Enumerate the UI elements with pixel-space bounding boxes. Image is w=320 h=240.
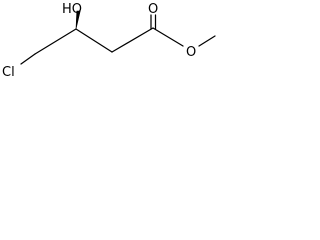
bond-c1-c2 bbox=[34, 28, 77, 55]
bond-c4-o-ester bbox=[152, 27, 184, 47]
bond-o-methyl bbox=[198, 35, 216, 47]
bond-c3-c4 bbox=[111, 27, 154, 53]
chlorine-atom-label: Cl bbox=[2, 65, 15, 78]
hydroxyl-atom-label: HO bbox=[62, 2, 82, 17]
ester-oxygen-atom-label: O bbox=[186, 45, 196, 60]
bond-c2-c3 bbox=[75, 28, 113, 53]
carbonyl-oxygen-atom-label: O bbox=[148, 2, 158, 17]
chemical-structure-diagram: Cl HO O O bbox=[2, 2, 216, 78]
wedge-bond-c2-oh bbox=[75, 10, 81, 30]
bond-cl-c1 bbox=[20, 53, 36, 65]
